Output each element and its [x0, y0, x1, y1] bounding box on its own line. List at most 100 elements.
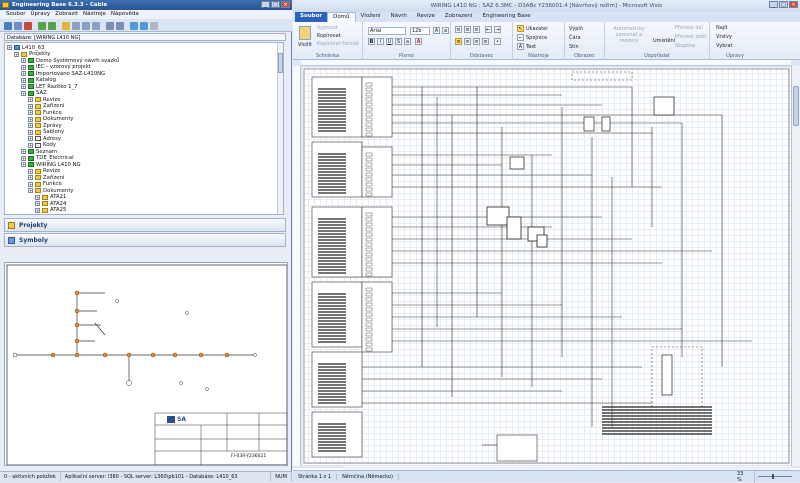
cable-diagram-canvas[interactable]: SA FI-03R-Y236021 [4, 262, 288, 466]
component[interactable] [536, 234, 548, 248]
expand-icon[interactable]: + [21, 84, 26, 89]
expand-icon[interactable]: + [21, 155, 26, 161]
schematic-sheet[interactable] [302, 67, 791, 465]
format-painter-button[interactable]: Kopírovat formát [317, 41, 359, 47]
shadow-button[interactable]: Stín [569, 44, 579, 50]
expand-icon[interactable]: + [28, 142, 33, 148]
forward-icon[interactable] [48, 22, 56, 30]
component[interactable] [506, 216, 522, 240]
tree-scrollbar[interactable] [277, 43, 283, 214]
connector-block[interactable] [311, 411, 363, 458]
terminal-block[interactable] [361, 76, 393, 138]
tree-item[interactable]: +ATA25 [35, 207, 66, 214]
tree-item[interactable]: +Projekty [14, 51, 50, 58]
tree-item[interactable]: +IEC - vzorový projekt [21, 64, 91, 71]
underline-icon[interactable]: U [386, 38, 393, 45]
expand-icon[interactable]: + [21, 77, 26, 83]
case-icon[interactable]: a [404, 38, 411, 45]
tab-zobrazeni[interactable]: Zobrazení [444, 13, 473, 19]
pointer-tool-button[interactable]: Ukazatel [526, 26, 548, 32]
visio-maximize-button[interactable]: □ [779, 1, 788, 8]
align-middle-icon[interactable]: ≡ [464, 26, 471, 33]
position-button[interactable]: Umístění [653, 38, 676, 44]
expand-icon[interactable]: + [7, 45, 12, 50]
increase-indent-icon[interactable]: ⇥ [494, 26, 501, 33]
tree-item[interactable]: +Revize [28, 168, 60, 175]
tree-item[interactable]: +Dokumenty [28, 187, 74, 194]
expand-icon[interactable]: + [21, 162, 26, 167]
expand-icon[interactable]: + [28, 116, 33, 122]
layers-button[interactable]: Vrstvy [716, 34, 732, 40]
expand-icon[interactable]: + [21, 64, 26, 70]
tree-item[interactable]: +Kódy [28, 142, 56, 149]
visio-close-button[interactable]: × [789, 1, 798, 8]
component[interactable] [486, 206, 510, 226]
switch-component[interactable] [601, 116, 611, 132]
group-button[interactable]: Skupina [675, 43, 695, 49]
close-button[interactable]: × [281, 1, 290, 8]
align-left-icon[interactable]: ≡ [455, 38, 462, 45]
search-icon[interactable] [140, 22, 148, 30]
refresh-icon[interactable] [116, 22, 124, 30]
auto-align-button[interactable]: Automaticky zarovnat a mezery [613, 26, 645, 44]
expand-icon[interactable]: + [21, 58, 26, 63]
align-top-icon[interactable]: ≡ [455, 26, 462, 33]
bring-front-button[interactable]: Přenést dál [675, 25, 703, 31]
grow-font-icon[interactable]: A [433, 27, 440, 34]
tree-item[interactable]: +Šablony [28, 129, 64, 136]
switch-component[interactable] [583, 116, 595, 132]
terminal-block[interactable] [361, 281, 393, 353]
menu-soubor[interactable]: Soubor [6, 11, 26, 17]
tree-item[interactable]: +LET Razítko 1_7 [21, 83, 78, 90]
tab-domu[interactable]: Domů [327, 12, 356, 22]
minimize-button[interactable]: _ [261, 1, 270, 8]
connector-tool-button[interactable]: Spojnice [526, 35, 548, 41]
expand-icon[interactable]: + [28, 110, 33, 115]
tree-item[interactable]: +Revize [28, 96, 60, 103]
cut-button[interactable]: Vyjmout [317, 25, 338, 31]
expand-icon[interactable]: + [28, 136, 33, 141]
terminal-block[interactable] [496, 434, 538, 462]
expand-icon[interactable]: + [28, 181, 33, 187]
copy-button[interactable]: Kopírovat [317, 33, 341, 39]
tree-item[interactable]: +Adresy [28, 135, 61, 142]
maximize-button[interactable]: □ [271, 1, 280, 8]
menu-zobrazit[interactable]: Zobrazit [55, 11, 78, 17]
pointer-icon[interactable]: ↖ [517, 25, 524, 32]
align-bottom-icon[interactable]: ≡ [473, 26, 480, 33]
tree-item[interactable]: +Seznam [21, 148, 57, 155]
shrink-font-icon[interactable]: a [442, 27, 449, 34]
menu-nastroje[interactable]: Nástroje [82, 11, 106, 17]
paste-icon[interactable] [299, 26, 311, 40]
italic-icon[interactable]: I [377, 38, 384, 45]
tree-item[interactable]: +TDE_Electrical [21, 155, 74, 162]
expand-icon[interactable]: + [28, 97, 33, 102]
tree-item[interactable]: +Importovano SAZ-L410NG [21, 70, 105, 77]
expand-icon[interactable]: + [28, 188, 33, 193]
expand-icon[interactable]: + [28, 175, 33, 180]
tree-item[interactable]: +Zprávy [28, 122, 62, 129]
zoom-control[interactable]: 33 % [732, 470, 792, 483]
tree-item[interactable]: +Dokumenty [28, 116, 74, 123]
zoom-slider[interactable] [757, 474, 792, 479]
text-icon[interactable]: A [517, 43, 524, 50]
find-button[interactable]: Najít [716, 25, 728, 31]
tab-soubor[interactable]: Soubor [295, 12, 328, 22]
expand-icon[interactable]: + [28, 129, 33, 135]
delete-icon[interactable] [24, 22, 32, 30]
explorer-tree[interactable]: +L410_63+Projekty+Demo Systémový návrh s… [4, 42, 284, 215]
open-icon[interactable] [14, 22, 22, 30]
expand-icon[interactable]: + [21, 71, 26, 76]
expand-icon[interactable]: + [21, 90, 26, 96]
relay-component[interactable] [509, 156, 525, 170]
align-right-icon[interactable]: ≡ [473, 38, 480, 45]
properties-icon[interactable] [130, 22, 138, 30]
tree-item[interactable]: +Katalog [21, 77, 56, 84]
tree-item[interactable]: +Funkce [28, 181, 62, 188]
tree-item[interactable]: +WIRING L410 NG [21, 161, 81, 168]
tab-vlozeni[interactable]: Vložení [360, 13, 381, 19]
decrease-indent-icon[interactable]: ⇤ [485, 26, 492, 33]
paste-button[interactable]: Vložit [298, 42, 312, 48]
connector-plug[interactable] [661, 354, 673, 396]
tree-item[interactable]: +ATA24 [35, 200, 66, 207]
